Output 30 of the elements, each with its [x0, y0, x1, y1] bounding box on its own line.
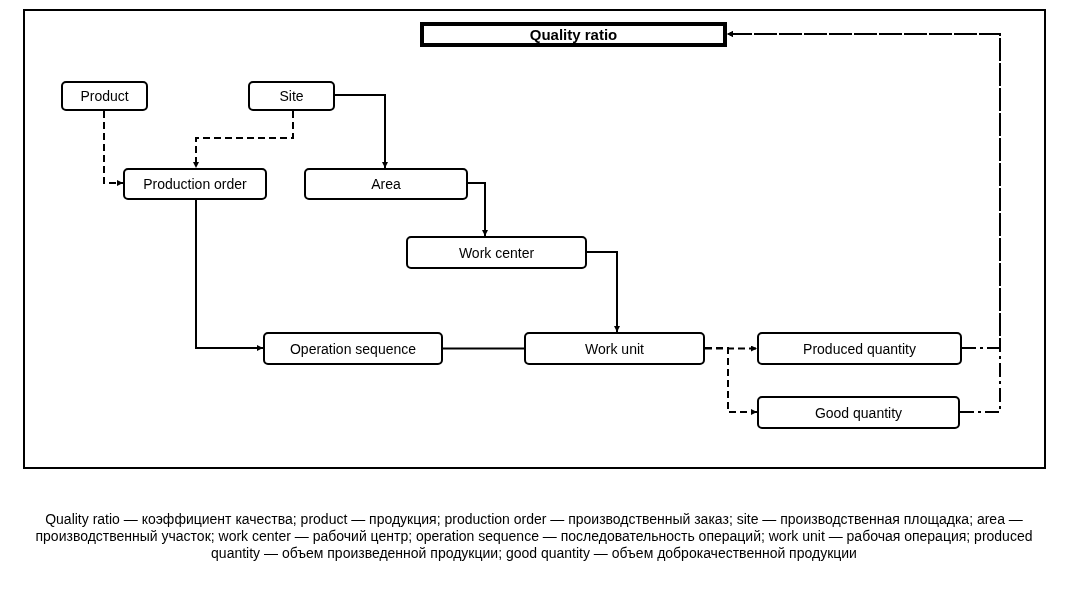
- arrow: [726, 31, 1001, 413]
- node-label: Area: [371, 176, 401, 192]
- node-label: Produced quantity: [803, 340, 916, 357]
- entity-box: [263, 332, 443, 365]
- entity-box: [524, 332, 705, 365]
- arrow: [467, 182, 488, 237]
- entity-box: [757, 332, 962, 365]
- node-label: Site: [279, 88, 304, 104]
- node-label: Production order: [143, 176, 247, 192]
- node-label: Operation sequence: [289, 340, 417, 357]
- entity-box: [757, 396, 960, 429]
- arrow: [103, 110, 124, 186]
- arrow: [334, 94, 388, 169]
- node-label: Work unit: [585, 340, 644, 357]
- node-label: Work center: [458, 244, 535, 261]
- entity-box: [248, 81, 335, 111]
- result-box: [420, 22, 727, 47]
- node-label: Product: [80, 88, 129, 104]
- entity-box: [123, 168, 267, 200]
- entity-box: [61, 81, 148, 111]
- arrow: [704, 347, 758, 415]
- arrow: [586, 251, 620, 333]
- caption: Quality ratio — коэффициент качества; product — продукция; production order — производственный заказ; site — производственная площадка; area — производственный участок; work center — рабочий центр; operation sequence — последовательность операций; work unit — рабочая операция; produced quantity — объем произведенной продукции; good quantity — объем доброкачественной продукции: [34, 511, 1034, 562]
- arrow: [195, 199, 264, 351]
- entity-box: [406, 236, 587, 269]
- arrow: [193, 110, 294, 169]
- node-label: Quality ratio: [529, 26, 618, 43]
- arrow: [704, 345, 758, 352]
- node-label: Good quantity: [814, 404, 903, 421]
- entity-box: [304, 168, 468, 200]
